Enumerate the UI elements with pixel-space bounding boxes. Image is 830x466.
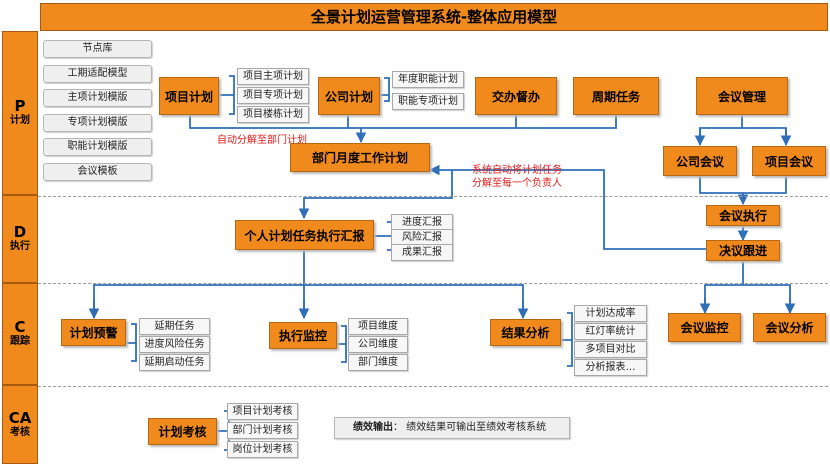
function-special-plan-item[interactable]: 职能专项计划	[392, 93, 464, 110]
progress-risk-task-item[interactable]: 进度风险任务	[139, 336, 210, 353]
project-dimension-item[interactable]: 项目维度	[348, 318, 408, 335]
phase-p-text: 计划	[10, 115, 30, 126]
separator-p-d	[38, 196, 828, 197]
separator-c-ca	[38, 386, 828, 387]
meeting-monitor-box[interactable]: 会议监控	[668, 313, 741, 342]
company-dimension-item[interactable]: 公司维度	[348, 336, 408, 353]
arrow-follow-to-dept	[428, 164, 706, 250]
company-plan-box[interactable]: 公司计划	[318, 77, 380, 115]
meeting-analysis-box[interactable]: 会议分析	[753, 313, 826, 342]
risk-report-item[interactable]: 风险汇报	[391, 229, 453, 246]
analysis-report-item[interactable]: 分析报表…	[574, 359, 647, 376]
system-note-line1: 系统自动将计划任务	[472, 165, 562, 176]
project-building-plan-item[interactable]: 项目楼栋计划	[237, 106, 309, 123]
dept-monthly-plan-box[interactable]: 部门月度工作计划	[290, 143, 430, 172]
project-special-plan-item[interactable]: 项目专项计划	[237, 87, 309, 104]
meeting-management-box[interactable]: 会议管理	[696, 77, 788, 115]
performance-output-text: ： 绩效结果可输出至绩效考核系统	[393, 422, 547, 433]
phase-ca-text: 考核	[10, 426, 30, 438]
arrow-project-to-dept	[189, 114, 361, 129]
phase-c-label: C 跟踪	[2, 283, 38, 385]
result-analysis-box[interactable]: 结果分析	[490, 319, 561, 346]
phase-p-letter: P	[14, 97, 26, 115]
template-main-plan[interactable]: 主项计划模版	[43, 89, 152, 107]
bracket-monitor	[337, 325, 347, 363]
resolution-follow-box[interactable]: 决议跟进	[706, 240, 780, 261]
bracket-analysis	[561, 312, 573, 367]
department-plan-assess-item[interactable]: 部门计划考核	[227, 422, 298, 439]
annual-function-plan-item[interactable]: 年度职能计划	[392, 71, 464, 88]
system-note-line2: 分解至每一个负责人	[472, 178, 562, 189]
arrow-dept-to-personal	[298, 170, 453, 220]
phase-ca-letter: CA	[8, 408, 32, 427]
meeting-execution-box[interactable]: 会议执行	[706, 205, 780, 226]
template-special-plan[interactable]: 专项计划模版	[43, 114, 152, 132]
bracket-project-plan	[219, 75, 235, 115]
project-plan-box[interactable]: 项目计划	[159, 77, 219, 115]
plan-warning-box[interactable]: 计划预警	[61, 319, 126, 346]
arrow-follow-to-monitor	[704, 260, 791, 312]
project-main-plan-item[interactable]: 项目主项计划	[237, 68, 309, 85]
company-meeting-box[interactable]: 公司会议	[663, 146, 737, 176]
result-report-item[interactable]: 成果汇报	[391, 244, 453, 261]
execution-monitor-box[interactable]: 执行监控	[269, 322, 337, 349]
red-light-rate-item[interactable]: 红灯率统计	[574, 323, 647, 340]
template-function-plan[interactable]: 职能计划模版	[43, 138, 152, 156]
delayed-task-item[interactable]: 延期任务	[139, 318, 210, 335]
arrow-meetings-to-exec	[699, 176, 787, 204]
plan-completion-rate-item[interactable]: 计划达成率	[574, 305, 647, 322]
project-plan-assess-item[interactable]: 项目计划考核	[227, 403, 298, 420]
auto-decompose-note: 自动分解至部门计划	[217, 135, 307, 146]
phase-d-letter: D	[13, 223, 27, 241]
phase-p-label: P 计划	[2, 31, 38, 195]
arrow-personal-to-check	[93, 250, 524, 318]
position-plan-assess-item[interactable]: 岗位计划考核	[227, 441, 298, 458]
template-meeting[interactable]: 会议模板	[43, 163, 152, 181]
performance-output-label: 绩效输出	[353, 422, 393, 433]
arrow-meeting-split	[699, 114, 787, 144]
bracket-warning	[126, 323, 137, 362]
project-meeting-box[interactable]: 项目会议	[752, 146, 826, 176]
delayed-start-task-item[interactable]: 延期启动任务	[139, 354, 210, 371]
department-dimension-item[interactable]: 部门维度	[348, 354, 408, 371]
supervision-box[interactable]: 交办督办	[475, 77, 557, 115]
page-title: 全景计划运营管理系统-整体应用模型	[40, 3, 828, 31]
bracket-company-plan	[380, 77, 390, 102]
phase-d-text: 执行	[10, 241, 30, 252]
multi-project-compare-item[interactable]: 多项目对比	[574, 341, 647, 358]
separator-d-c	[38, 283, 828, 284]
template-duration-model[interactable]: 工期适配模型	[43, 65, 152, 83]
phase-ca-label: CA 考核	[2, 385, 38, 464]
phase-c-text: 跟踪	[10, 336, 30, 347]
performance-output-note: 绩效输出： 绩效结果可输出至绩效考核系统	[334, 417, 570, 439]
arrow-supervision-to-dept	[361, 114, 517, 129]
phase-c-letter: C	[14, 318, 26, 336]
arrow-weekly-to-dept	[516, 114, 617, 129]
phase-d-label: D 执行	[2, 195, 38, 283]
plan-assessment-box[interactable]: 计划考核	[148, 418, 217, 445]
personal-task-report-box[interactable]: 个人计划任务执行汇报	[235, 220, 374, 250]
weekly-tasks-box[interactable]: 周期任务	[573, 77, 659, 115]
template-node-library[interactable]: 节点库	[43, 40, 152, 58]
bracket-report	[374, 221, 393, 251]
